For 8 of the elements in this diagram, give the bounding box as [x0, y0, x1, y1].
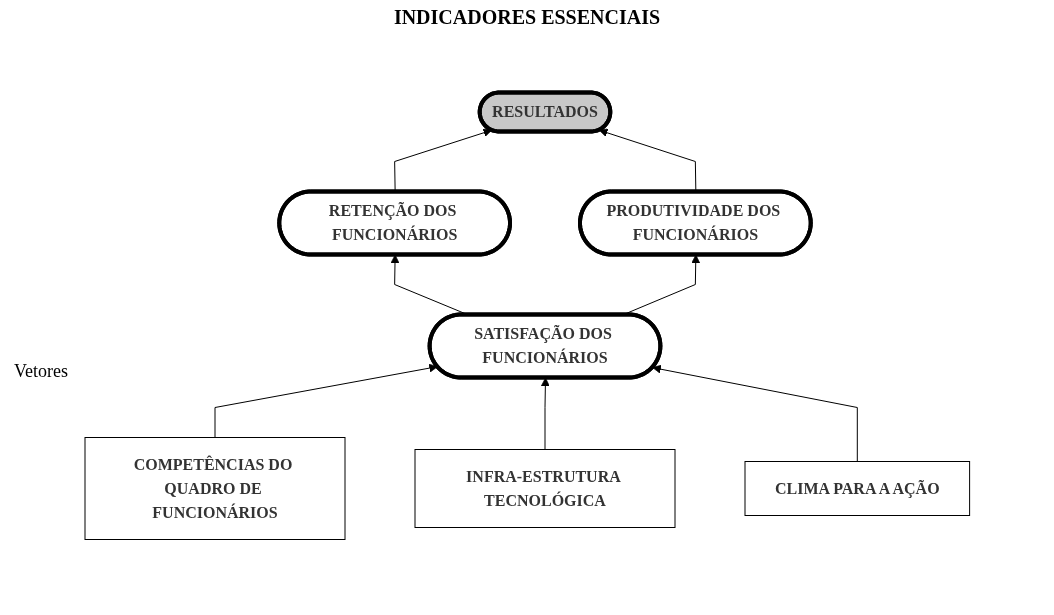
node-box: CLIMA PARA A AÇÃO	[744, 461, 970, 516]
diagram-title: INDICADORES ESSENCIAIS	[392, 6, 662, 29]
arrow	[652, 364, 858, 462]
node-box: INFRA-ESTRUTURA TECNOLÓGICA	[414, 449, 676, 528]
node-box: COMPETÊNCIAS DO QUADRO DE FUNCIONÁRIOS	[84, 437, 346, 540]
arrow	[540, 377, 550, 450]
arrow	[214, 363, 438, 438]
section-label: Vetores	[14, 361, 68, 382]
